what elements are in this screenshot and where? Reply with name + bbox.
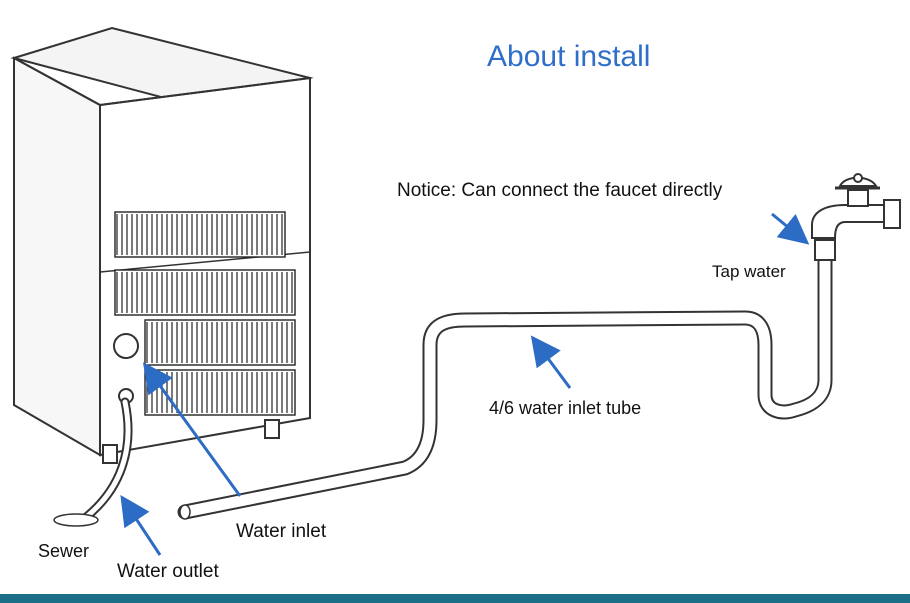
inlet-tube-label: 4/6 water inlet tube xyxy=(489,398,642,418)
arrows xyxy=(120,212,810,556)
tap-water-label: Tap water xyxy=(712,262,786,281)
faucet-icon xyxy=(811,173,901,261)
water-inlet-label: Water inlet xyxy=(236,521,327,542)
sewer-label: Sewer xyxy=(38,541,90,561)
water-inlet-port xyxy=(113,333,139,359)
notice-label: Notice: Can connect the faucet directly xyxy=(397,180,723,201)
arrow-water-outlet xyxy=(120,494,162,556)
arrow-water-inlet xyxy=(142,362,242,497)
arrow-tube xyxy=(530,335,572,389)
arrow-faucet xyxy=(771,212,810,245)
water-tube-icon xyxy=(177,240,833,520)
footer-bar xyxy=(0,594,910,603)
diagram-title: About install xyxy=(487,40,651,73)
sewer-drain xyxy=(53,513,99,527)
water-outlet-label: Water outlet xyxy=(117,561,219,582)
